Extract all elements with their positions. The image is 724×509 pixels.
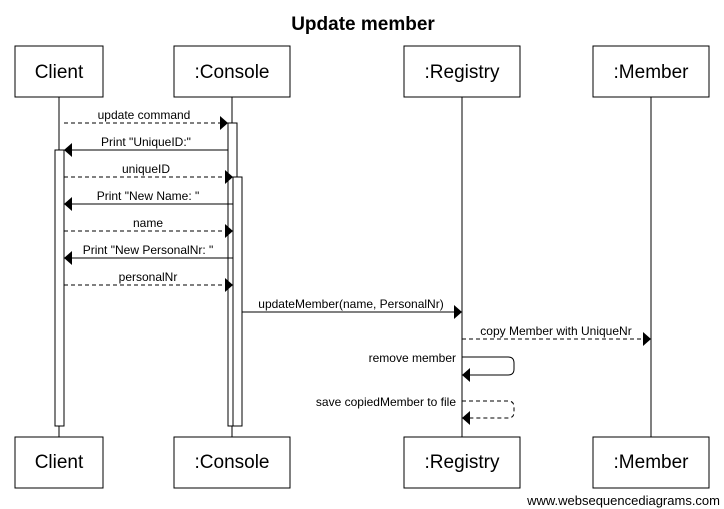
arrow-left-icon [462, 368, 470, 382]
message-label: copy Member with UniqueNr [480, 324, 631, 338]
message-label: Print "New PersonalNr: " [83, 243, 214, 257]
message-label: name [133, 216, 163, 230]
activation-client [54, 149, 65, 427]
message-label: Print "UniqueID:" [101, 135, 191, 149]
participant-label: Client [35, 62, 84, 83]
arrow-left-icon [64, 251, 72, 265]
participant-client: Client [14, 45, 104, 98]
message-label: updateMember(name, PersonalNr) [258, 297, 443, 311]
message-update-command: update command [64, 108, 228, 130]
message-print-new-personalnr: Print "New PersonalNr: " [64, 243, 233, 265]
participant-label: :Member [614, 452, 690, 473]
message-personalnr: personalNr [64, 270, 233, 292]
participant-label: :Console [195, 452, 270, 473]
message-label: remove member [369, 351, 456, 365]
participant-member-bottom: :Member [592, 436, 710, 489]
message-label: Print "New Name: " [97, 189, 200, 203]
arrow-left-icon [64, 143, 72, 157]
participant-console: :Console [173, 45, 291, 98]
participant-client-bottom: Client [14, 436, 104, 489]
arrow-right-icon [454, 305, 462, 319]
message-name: name [64, 216, 233, 238]
participant-label: :Registry [425, 62, 500, 83]
participant-console-bottom: :Console [173, 436, 291, 489]
arrow-right-icon [225, 170, 233, 184]
footer-credit: www.websequencediagrams.com [526, 493, 720, 508]
message-label: update command [98, 108, 191, 122]
message-remove-member: remove member [369, 351, 515, 382]
participant-registry-bottom: :Registry [403, 436, 521, 489]
arrow-left-icon [462, 411, 470, 425]
message-uniqueid: uniqueID [64, 162, 233, 184]
participant-label: :Console [195, 62, 270, 83]
message-copy-member: copy Member with UniqueNr [462, 324, 651, 346]
message-update-member: updateMember(name, PersonalNr) [242, 297, 462, 319]
message-label: personalNr [119, 270, 178, 284]
arrow-right-icon [225, 224, 233, 238]
participants-top: Client :Console :Registry :Member [14, 45, 710, 98]
message-print-new-name: Print "New Name: " [64, 189, 233, 211]
activations [54, 122, 243, 427]
diagram-title: Update member [291, 14, 435, 35]
message-label: uniqueID [122, 162, 170, 176]
message-save-copied-member: save copiedMember to file [316, 395, 515, 425]
arrow-right-icon [643, 332, 651, 346]
participant-registry: :Registry [403, 45, 521, 98]
message-print-uniqueid: Print "UniqueID:" [64, 135, 228, 157]
arrow-right-icon [225, 278, 233, 292]
participant-label: :Registry [425, 452, 500, 473]
participants-bottom: Client :Console :Registry :Member [14, 436, 710, 489]
arrow-left-icon [64, 197, 72, 211]
participant-member: :Member [592, 45, 710, 98]
arrow-right-icon [220, 116, 228, 130]
activation-console-inner [232, 176, 243, 427]
participant-label: :Member [614, 62, 690, 83]
messages: update command Print "UniqueID:" uniqueI… [64, 108, 651, 425]
message-label: save copiedMember to file [316, 395, 456, 409]
participant-label: Client [35, 452, 84, 473]
